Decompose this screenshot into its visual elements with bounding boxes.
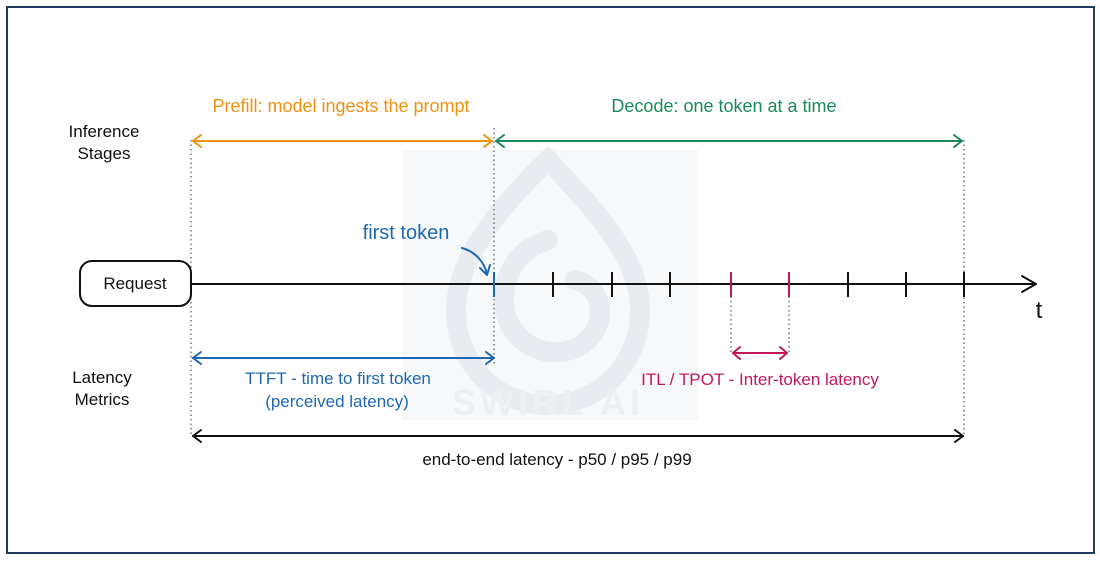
prefill-right-arrowhead-icon bbox=[483, 134, 493, 148]
decode-left-arrowhead-icon bbox=[495, 134, 505, 148]
prefill-left-arrowhead-icon bbox=[192, 134, 202, 148]
e2e-label: end-to-end latency - p50 / p95 / p99 bbox=[422, 450, 691, 469]
decode-arrow bbox=[495, 134, 963, 148]
itl-right-arrowhead-icon bbox=[779, 346, 788, 360]
prefill-arrow bbox=[192, 134, 493, 148]
decode-label: Decode: one token at a time bbox=[611, 96, 836, 116]
ttft-label-2: (perceived latency) bbox=[265, 392, 409, 411]
itl-arrow bbox=[732, 346, 788, 360]
time-axis-label: t bbox=[1036, 297, 1043, 324]
request-label: Request bbox=[103, 274, 167, 293]
first-token-label: first token bbox=[363, 222, 450, 244]
ttft-arrow bbox=[192, 351, 495, 365]
watermark-text: SWIRL AI bbox=[452, 382, 644, 423]
first-token-arrowhead-icon bbox=[479, 264, 491, 276]
e2e-arrow bbox=[192, 429, 964, 443]
itl-label: ITL / TPOT - Inter-token latency bbox=[641, 370, 879, 389]
time-axis-arrowhead-icon bbox=[1021, 275, 1037, 293]
ttft-right-arrowhead-icon bbox=[485, 351, 495, 365]
e2e-left-arrowhead-icon bbox=[192, 429, 202, 443]
latency-metrics-label-1: Latency bbox=[72, 368, 132, 387]
decode-right-arrowhead-icon bbox=[953, 134, 963, 148]
ttft-left-arrowhead-icon bbox=[192, 351, 202, 365]
itl-left-arrowhead-icon bbox=[732, 346, 741, 360]
inference-stages-label-2: Stages bbox=[78, 144, 131, 163]
latency-metrics-label-2: Metrics bbox=[75, 390, 130, 409]
request-box: Request bbox=[79, 260, 192, 307]
inference-stages-label-1: Inference bbox=[69, 122, 140, 141]
prefill-label: Prefill: model ingests the prompt bbox=[212, 96, 469, 116]
time-axis bbox=[190, 275, 1037, 293]
token-ticks bbox=[493, 272, 965, 297]
first-token-pointer bbox=[461, 247, 491, 276]
swirl-drop-logo-icon bbox=[445, 145, 651, 416]
ttft-label-1: TTFT - time to first token bbox=[245, 369, 431, 388]
e2e-right-arrowhead-icon bbox=[954, 429, 964, 443]
